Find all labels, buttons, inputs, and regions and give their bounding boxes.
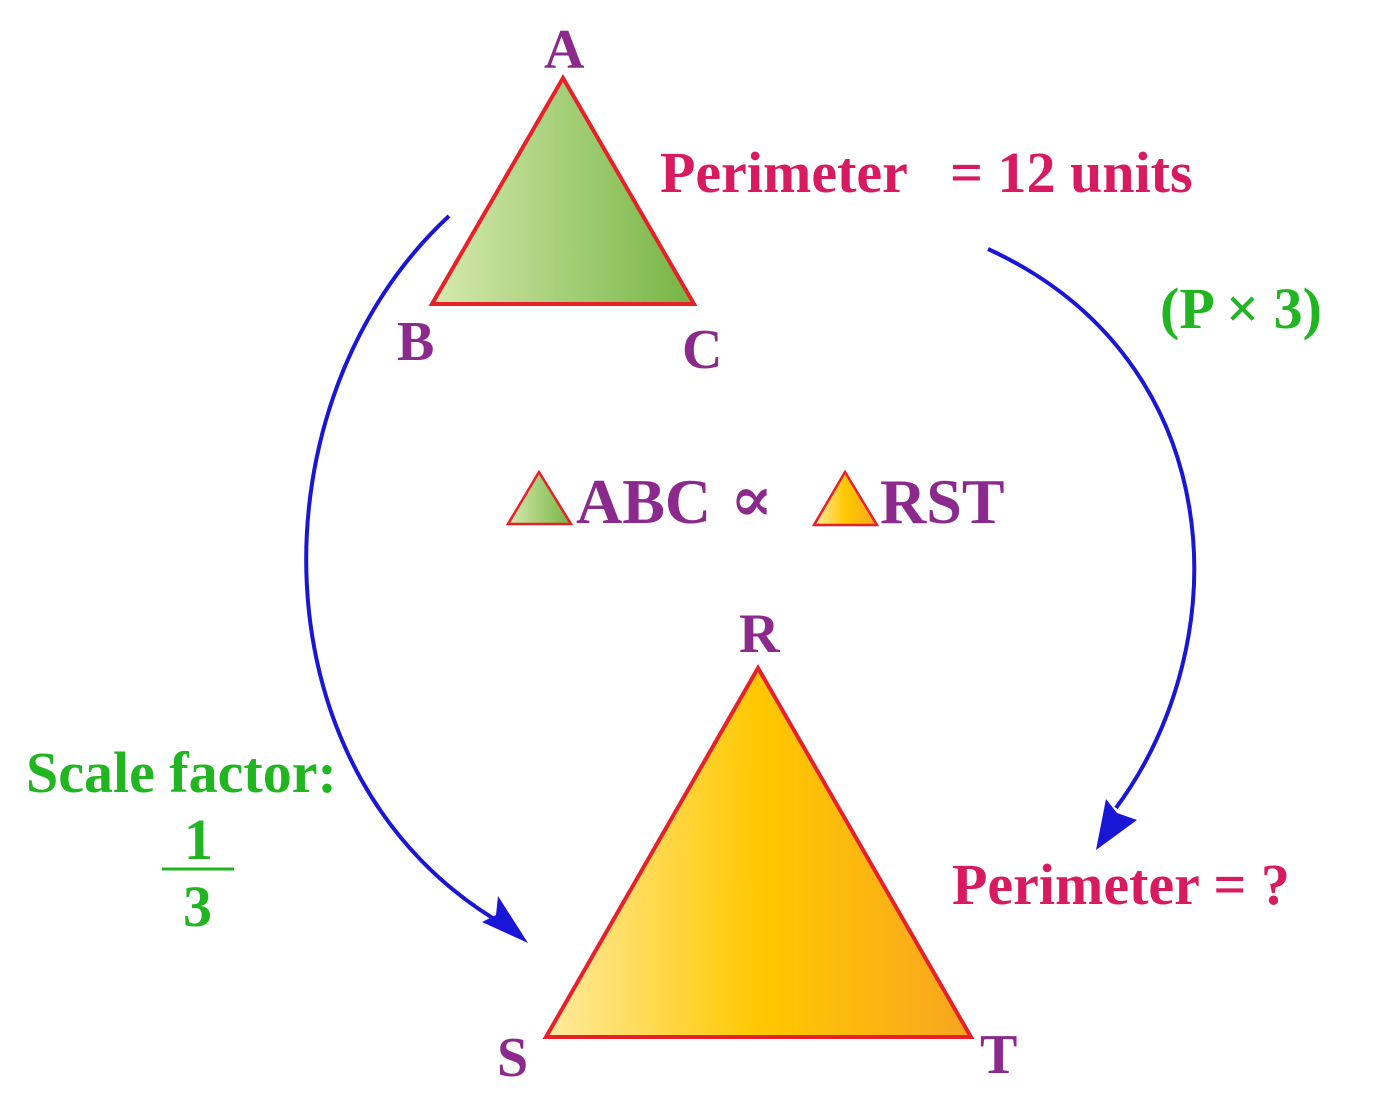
vertex-label-a: A bbox=[544, 19, 585, 81]
triangle-abc bbox=[428, 74, 698, 306]
perimeter-abc-value: = 12 units bbox=[950, 140, 1193, 205]
triangle-rst bbox=[542, 663, 975, 1039]
scale-factor-label: Scale factor: bbox=[26, 740, 337, 805]
mini-triangle-rst-icon bbox=[811, 469, 880, 527]
vertex-label-r: R bbox=[739, 603, 780, 665]
right-arrow-curve bbox=[987, 247, 1197, 810]
right-arrow-head-icon bbox=[1096, 799, 1137, 850]
vertex-label-c: C bbox=[682, 319, 723, 381]
scale-factor-denominator: 3 bbox=[183, 874, 212, 939]
left-arrow-curve bbox=[304, 214, 507, 928]
left-arrow-head-icon bbox=[482, 896, 528, 943]
mini-triangle-abc-icon bbox=[505, 469, 574, 526]
perimeter-rst-label: Perimeter = ? bbox=[952, 852, 1290, 917]
relation-left: ABC bbox=[576, 466, 712, 537]
scale-factor-numerator: 1 bbox=[184, 807, 213, 872]
similarity-symbol: ∝ bbox=[730, 464, 773, 535]
relation-right: RST bbox=[880, 466, 1005, 537]
vertex-label-s: S bbox=[497, 1027, 529, 1089]
vertex-label-b: B bbox=[397, 311, 435, 373]
vertex-label-t: T bbox=[980, 1024, 1018, 1086]
right-arrow-label: (P × 3) bbox=[1160, 276, 1322, 341]
perimeter-abc-label: Perimeter bbox=[660, 140, 908, 205]
